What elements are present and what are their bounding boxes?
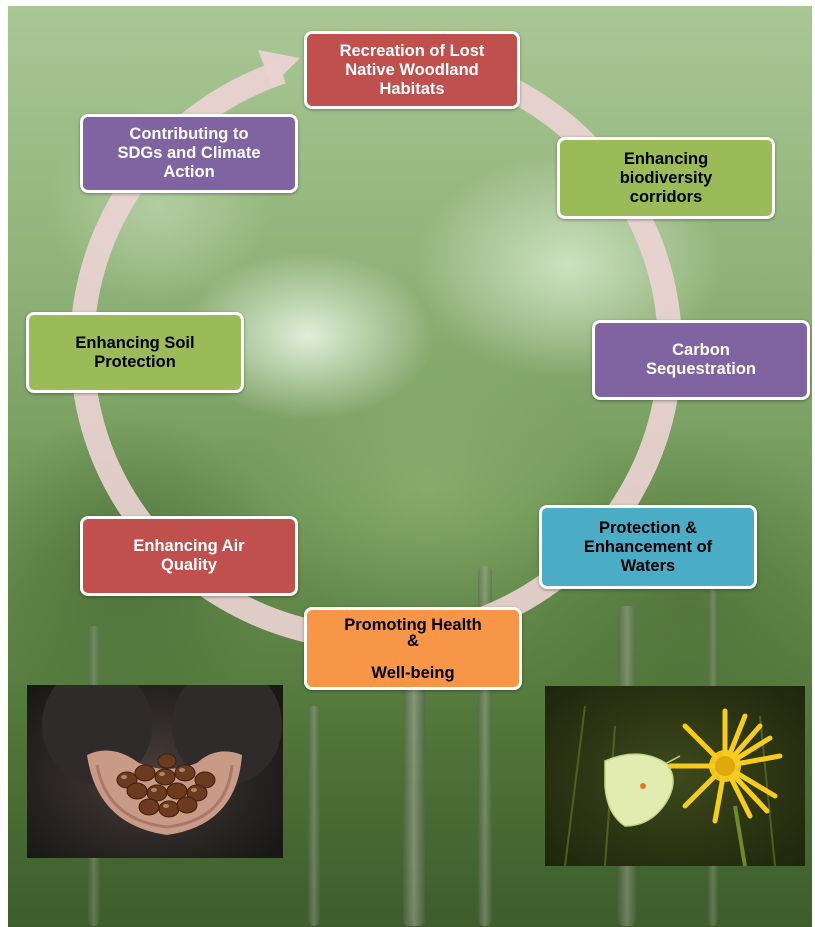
- hands-photo: [27, 685, 283, 858]
- node-health-label: Promoting Health & Well-being: [344, 615, 482, 682]
- node-sdgs: Contributing to SDGs and Climate Action: [80, 114, 298, 193]
- node-carbon: Carbon Sequestration: [592, 320, 810, 400]
- node-recreation-label: Recreation of Lost Native Woodland Habit…: [339, 41, 485, 98]
- node-carbon-label: Carbon Sequestration: [645, 341, 757, 378]
- dandelion-icon: [667, 708, 783, 824]
- node-recreation: Recreation of Lost Native Woodland Habit…: [304, 31, 520, 109]
- butterfly-illustration: [564, 705, 783, 866]
- hands-illustration: [42, 685, 282, 835]
- butterfly-photo: [545, 686, 805, 866]
- node-health: Promoting Health & Well-being: [304, 607, 522, 690]
- node-waters-label: Protection & Enhancement of Waters: [583, 518, 713, 575]
- cycle-arrowhead: [258, 50, 300, 86]
- node-sdgs-label: Contributing to SDGs and Climate Action: [117, 125, 261, 181]
- node-biodiversity-label: Enhancing biodiversity corridors: [619, 149, 713, 206]
- node-soil: Enhancing Soil Protection: [26, 312, 244, 393]
- node-soil-label: Enhancing Soil Protection: [75, 333, 195, 371]
- butterfly-icon: [604, 753, 674, 827]
- node-air-label: Enhancing Air Quality: [133, 537, 245, 574]
- node-waters: Protection & Enhancement of Waters: [539, 505, 757, 589]
- node-air: Enhancing Air Quality: [80, 516, 298, 596]
- node-biodiversity: Enhancing biodiversity corridors: [557, 137, 775, 219]
